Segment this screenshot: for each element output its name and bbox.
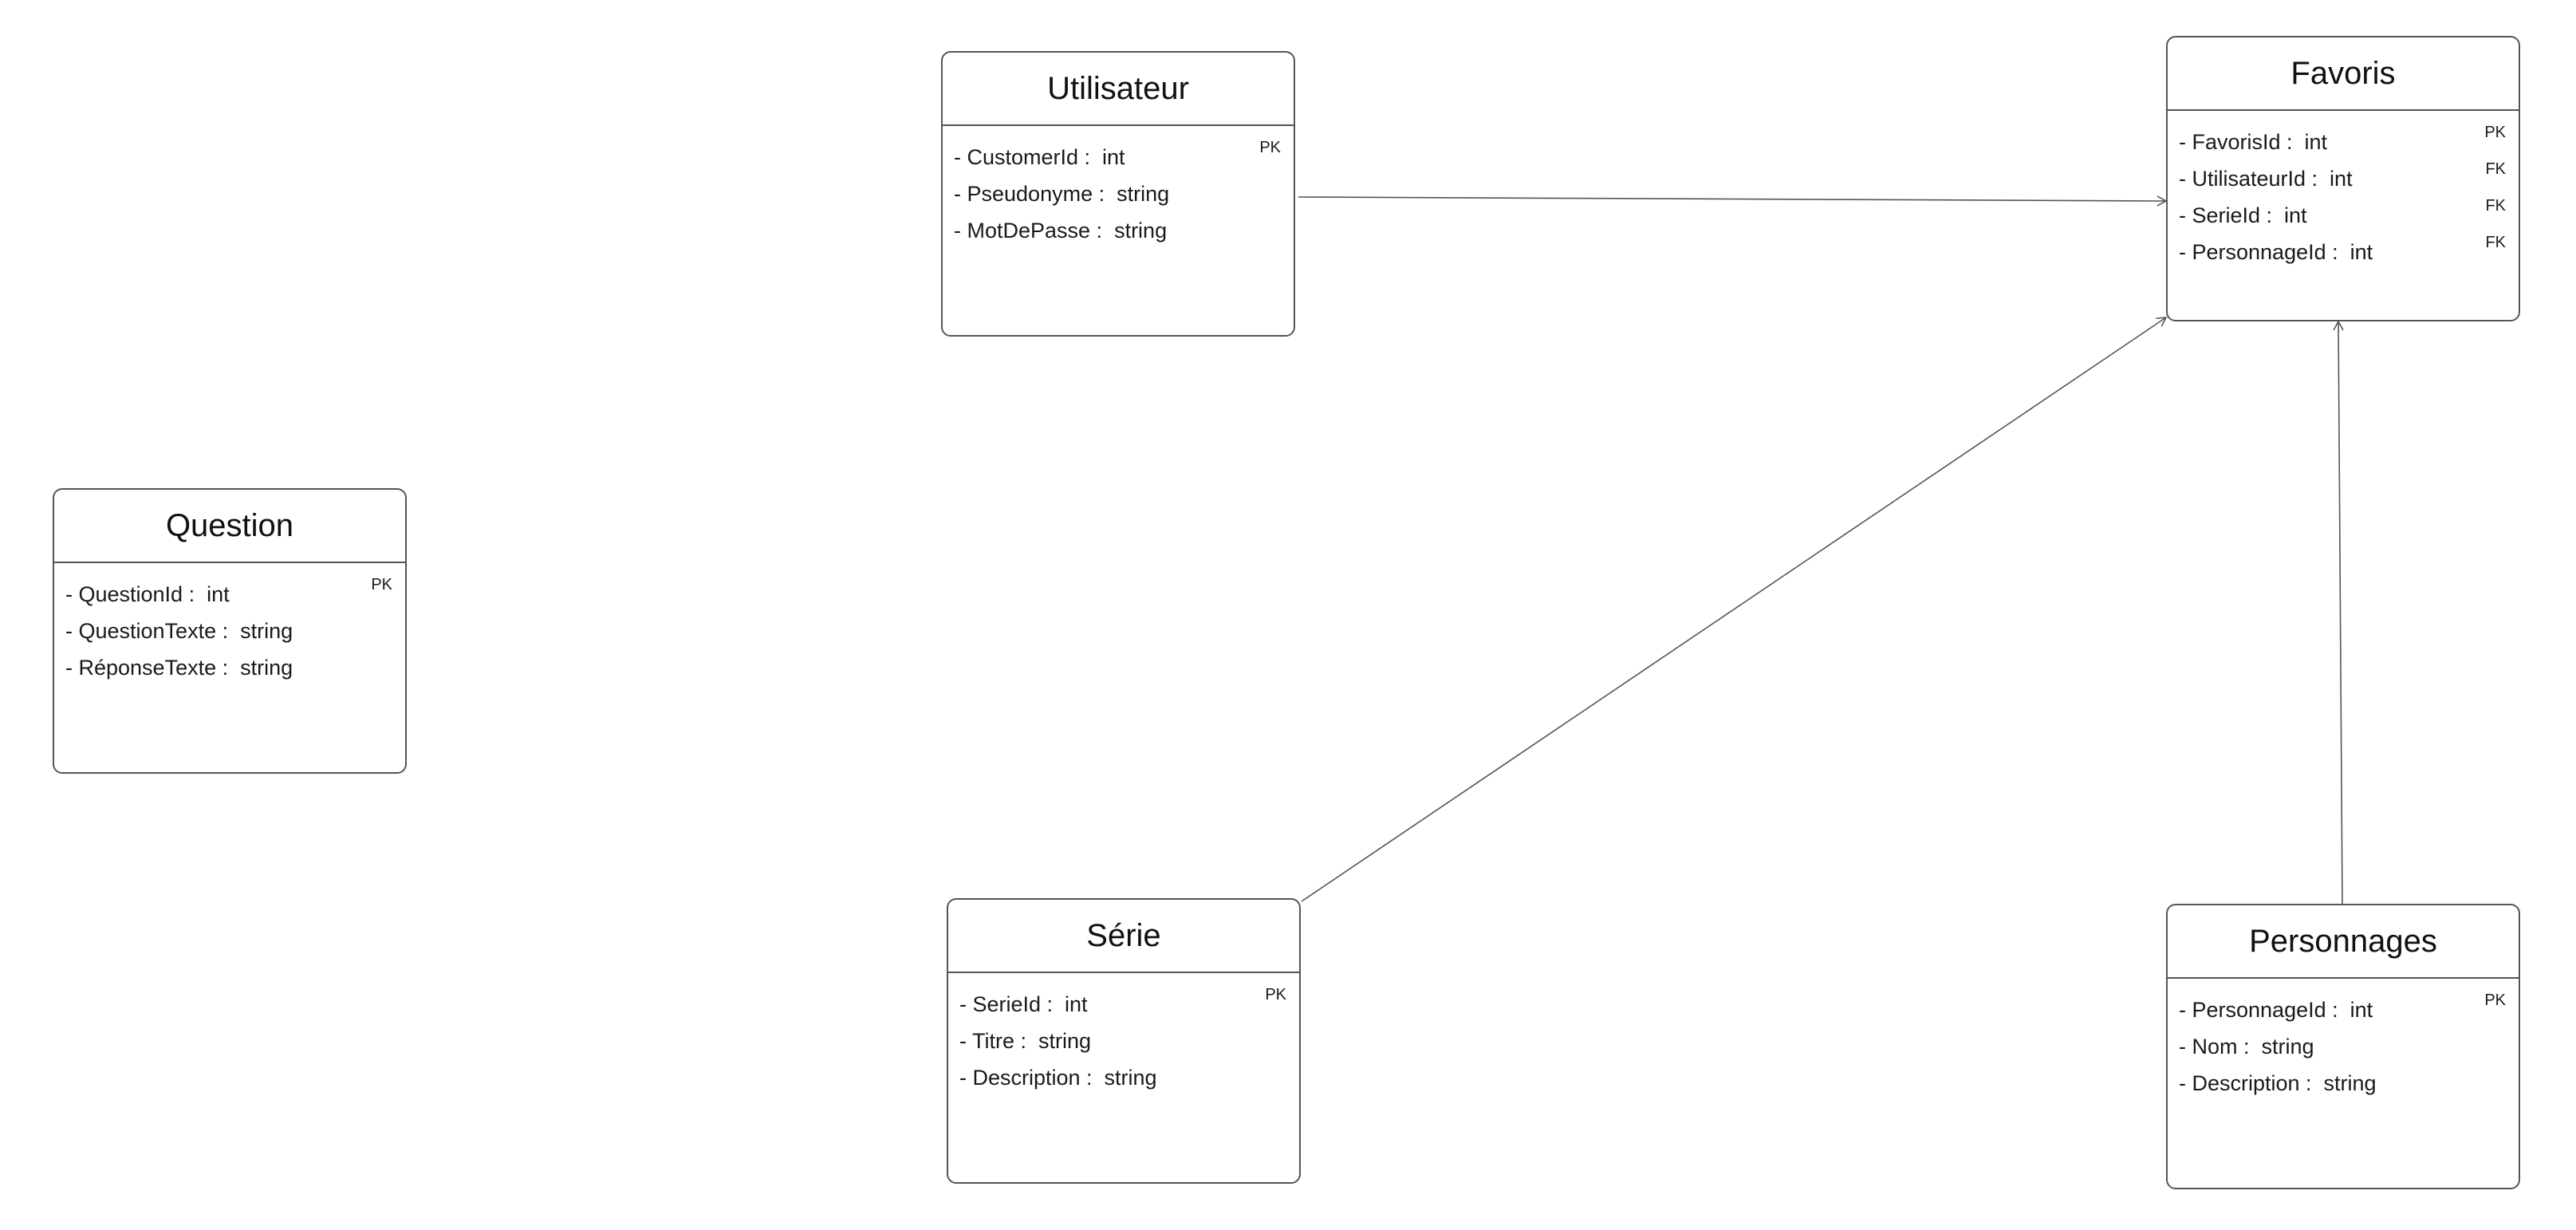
entity-header: Favoris	[2168, 37, 2519, 111]
attribute-text: - MotDePasse : string	[954, 218, 1168, 242]
entity-title: Personnages	[2249, 923, 2437, 959]
connector-personnages-to-favoris[interactable]	[2333, 320, 2344, 905]
attribute-list: - FavorisId : int PK - UtilisateurId : i…	[2168, 111, 2519, 270]
attribute-row: - RéponseTexte : string	[54, 649, 405, 686]
entity-utilisateur[interactable]: Utilisateur - CustomerId : int PK - Pseu…	[941, 51, 1295, 337]
attribute-row: - UtilisateurId : int FK	[2168, 160, 2519, 197]
attribute-text: - FavorisId : int	[2179, 129, 2328, 154]
attribute-row: - Description : string	[2168, 1065, 2519, 1102]
attribute-text: - UtilisateurId : int	[2179, 166, 2353, 191]
attribute-text: - SerieId : int	[2179, 203, 2307, 227]
entity-personnages[interactable]: Personnages - PersonnageId : int PK - No…	[2166, 904, 2520, 1189]
attribute-row: - CustomerId : int PK	[943, 139, 1294, 175]
entity-favoris[interactable]: Favoris - FavorisId : int PK - Utilisate…	[2166, 36, 2520, 321]
key-badge: PK	[2484, 991, 2506, 1009]
attribute-row: - Pseudonyme : string	[943, 175, 1294, 212]
key-badge: PK	[371, 576, 392, 593]
attribute-list: - QuestionId : int PK - QuestionTexte : …	[54, 563, 405, 686]
attribute-row: - PersonnageId : int PK	[2168, 991, 2519, 1028]
key-badge: PK	[2484, 124, 2506, 141]
connector-serie-to-favoris[interactable]	[1301, 317, 2168, 902]
attribute-row: - PersonnageId : int FK	[2168, 234, 2519, 270]
attribute-list: - CustomerId : int PK - Pseudonyme : str…	[943, 126, 1294, 249]
attribute-row: - QuestionId : int PK	[54, 576, 405, 613]
attribute-text: - PersonnageId : int	[2179, 997, 2373, 1022]
key-badge: FK	[2485, 160, 2506, 178]
entity-title: Question	[165, 507, 294, 543]
attribute-row: - SerieId : int FK	[2168, 197, 2519, 234]
entity-header: Question	[54, 490, 405, 563]
attribute-text: - PersonnageId : int	[2179, 239, 2373, 264]
key-badge: FK	[2485, 234, 2506, 251]
entity-title: Série	[1086, 917, 1161, 953]
attribute-row: - FavorisId : int PK	[2168, 124, 2519, 160]
entity-serie[interactable]: Série - SerieId : int PK - Titre : strin…	[947, 898, 1301, 1184]
entity-header: Série	[948, 900, 1299, 973]
attribute-list: - PersonnageId : int PK - Nom : string -…	[2168, 979, 2519, 1102]
attribute-text: - RéponseTexte : string	[65, 655, 293, 680]
attribute-text: - Description : string	[959, 1065, 1157, 1090]
key-badge: PK	[1259, 139, 1281, 156]
attribute-text: - QuestionTexte : string	[65, 618, 293, 643]
attribute-text: - Pseudonyme : string	[954, 181, 1170, 206]
entity-title: Favoris	[2290, 55, 2396, 91]
entity-header: Utilisateur	[943, 53, 1294, 126]
key-badge: PK	[1265, 986, 1286, 1003]
attribute-text: - Nom : string	[2179, 1034, 2314, 1059]
attribute-row: - SerieId : int PK	[948, 986, 1299, 1023]
connector-utilisateur-to-favoris[interactable]	[1298, 195, 2168, 207]
attribute-text: - Description : string	[2179, 1070, 2377, 1095]
attribute-row: - QuestionTexte : string	[54, 613, 405, 649]
attribute-list: - SerieId : int PK - Titre : string - De…	[948, 973, 1299, 1096]
entity-header: Personnages	[2168, 905, 2519, 979]
key-badge: FK	[2485, 197, 2506, 215]
attribute-row: - MotDePasse : string	[943, 212, 1294, 249]
attribute-text: - QuestionId : int	[65, 581, 230, 606]
attribute-row: - Nom : string	[2168, 1028, 2519, 1065]
attribute-text: - SerieId : int	[959, 991, 1088, 1016]
attribute-text: - Titre : string	[959, 1028, 1092, 1053]
entity-question[interactable]: Question - QuestionId : int PK - Questio…	[53, 488, 407, 774]
attribute-row: - Description : string	[948, 1059, 1299, 1096]
entity-title: Utilisateur	[1047, 70, 1189, 106]
attribute-row: - Titre : string	[948, 1023, 1299, 1059]
attribute-text: - CustomerId : int	[954, 144, 1125, 169]
